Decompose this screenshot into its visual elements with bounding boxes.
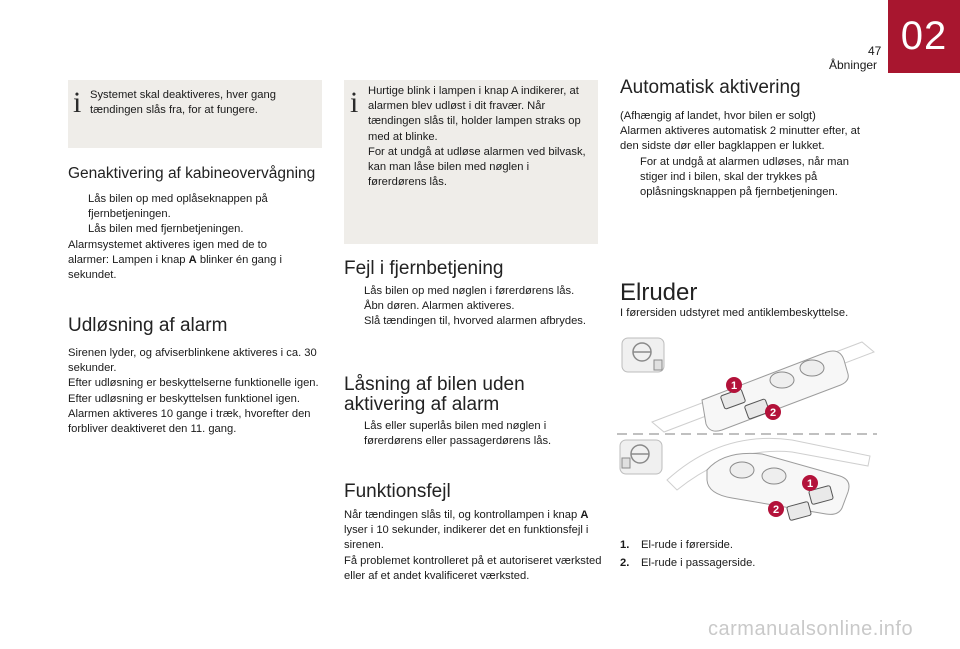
callout-2-top: 2 <box>765 404 781 420</box>
legend-item: 2.El-rude i passagerside. <box>620 557 756 569</box>
page-number: 47 <box>868 44 882 58</box>
info-icon: i <box>350 86 359 119</box>
info-box-1-text: Systemet skal deaktiveres, hver gang tæn… <box>90 89 276 117</box>
svg-text:2: 2 <box>773 504 779 516</box>
list-item: For at undgå at alarmen udløses, når man… <box>640 156 849 199</box>
driver-door-panel <box>651 341 875 433</box>
elruder-legend: 1.El-rude i førerside. 2.El-rude i passa… <box>620 536 880 572</box>
steering-wheel-icon <box>621 337 665 373</box>
funktionsfejl-heading: Funktionsfejl <box>344 481 451 502</box>
list-item: Lås bilen op med nøglen i førerdørens lå… <box>364 285 575 297</box>
chapter-tab: 02 <box>888 0 960 73</box>
list-item: Lås bilen op med oplåseknappen på fjernb… <box>88 193 268 221</box>
list-item: Åbn døren. Alarmen aktiveres. <box>364 300 515 313</box>
passenger-door-panel <box>666 437 871 521</box>
fejl-heading: Fejl i fjernbetjening <box>344 258 504 279</box>
automatisk-heading: Automatisk aktivering <box>620 77 801 98</box>
svg-text:1: 1 <box>731 380 737 392</box>
callout-1-bottom: 1 <box>802 475 818 491</box>
fejl-list: Lås bilen op med nøglen i førerdørens lå… <box>344 284 594 330</box>
automatisk-text: (Afhængig af landet, hvor bilen er solgt… <box>620 110 861 153</box>
automatisk-list: For at undgå at alarmen udløses, når man… <box>620 155 870 201</box>
info-box-1: i Systemet skal deaktiveres, hver gang t… <box>68 80 322 148</box>
elruder-text: I førersiden udstyret med antiklembeskyt… <box>620 307 849 319</box>
chapter-title: Åbninger <box>829 58 878 72</box>
svg-text:1: 1 <box>807 478 813 490</box>
steering-wheel-icon <box>619 439 663 475</box>
genaktivering-list: Lås bilen op med oplåseknappen på fjernb… <box>68 192 318 238</box>
genaktivering-text: Alarmsystemet aktiveres igen med de to a… <box>68 239 282 282</box>
svg-text:2: 2 <box>770 407 776 419</box>
udloesning-heading: Udløsning af alarm <box>68 315 228 336</box>
list-item: Lås bilen med fjernbetjeningen. <box>88 223 244 236</box>
udloesning-text: Sirenen lyder, og afviserblinkene aktive… <box>68 347 319 436</box>
list-item: Slå tændingen til, hvorved alarmen afbry… <box>364 315 587 328</box>
info-box-2: i Hurtige blink i lampen i knap A indike… <box>344 80 598 244</box>
info-box-2-text: Hurtige blink i lampen i knap A indikere… <box>368 85 586 189</box>
info-icon: i <box>73 86 82 119</box>
callout-2-bottom: 2 <box>768 501 784 517</box>
genaktivering-heading: Genaktivering af kabineovervågning <box>68 165 316 182</box>
elruder-heading: Elruder <box>620 279 698 306</box>
list-item: Lås eller superlås bilen med nøglen i fø… <box>364 420 552 448</box>
laasning-list: Lås eller superlås bilen med nøglen i fø… <box>344 419 584 449</box>
window-switch-illustration: 1 2 1 2 <box>617 337 877 521</box>
watermark: carmanualsonline.info <box>708 618 914 640</box>
funktionsfejl-text: Når tændingen slås til, og kontrollampen… <box>344 509 602 582</box>
legend-item: 1.El-rude i førerside. <box>620 539 734 551</box>
chapter-tab-number: 02 <box>900 14 948 58</box>
callout-1-top: 1 <box>726 377 742 393</box>
